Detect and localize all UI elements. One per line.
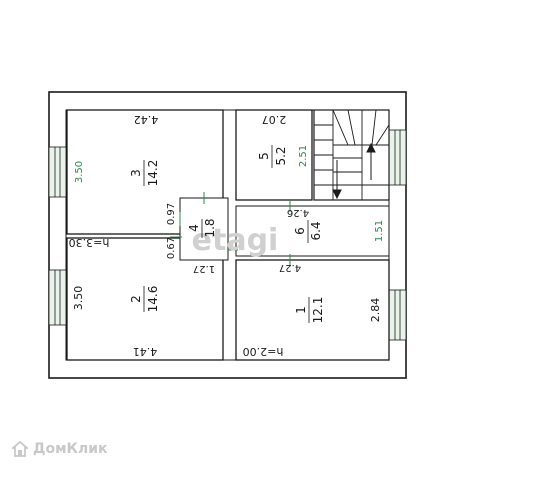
dimension-labels: 4.42 3.50 0.97 h=3.30 3.50 4.41 0.67 1.2… [69, 113, 385, 358]
room-1 [235, 259, 390, 361]
room-6-number: 6 [293, 227, 307, 235]
room-2-area: 14.6 [146, 286, 160, 313]
dim-r1-top: 4.27 [279, 262, 301, 273]
room-4-number: 4 [187, 224, 201, 232]
room-4-area: 1.8 [203, 218, 217, 237]
dim-r2-height: h=3.30 [69, 236, 110, 249]
domclick-house-icon [12, 441, 28, 457]
dim-r4-bottom: 1.27 [193, 263, 215, 274]
dim-r6-top: 4.26 [287, 207, 309, 218]
staircase [313, 109, 390, 201]
room-4 [179, 197, 229, 261]
dim-r1-right: 2.84 [369, 298, 382, 323]
room-5-number: 5 [257, 152, 271, 160]
room-1-area: 12.1 [311, 297, 325, 324]
dim-r2-left: 3.50 [72, 286, 85, 311]
domclick-logo: ДомКлик [12, 441, 108, 457]
windows [48, 129, 407, 341]
room-5 [235, 109, 313, 201]
dim-r1-height: h=2.00 [243, 345, 284, 358]
room-2-number: 2 [129, 295, 143, 303]
stair-arrows [332, 142, 376, 200]
room-labels: 3 14.2 2 14.6 5 5.2 4 1.8 6 6.4 1 12.1 [129, 145, 325, 323]
dim-r3-right: 0.97 [166, 203, 177, 225]
room-3-area: 14.2 [146, 160, 160, 187]
watermark-text: etagi [192, 223, 279, 258]
logo-text: ДомКлик [33, 441, 108, 457]
room-3-number: 3 [129, 169, 143, 177]
dim-r2-bottom: 4.41 [133, 345, 158, 358]
dim-r4-left: 0.67 [166, 237, 177, 259]
door-marks [170, 192, 291, 266]
dim-r5-top: 2.07 [262, 113, 287, 126]
room-6-area: 6.4 [309, 221, 323, 240]
dim-r5-right: 2.51 [298, 145, 309, 167]
room-6 [235, 205, 390, 257]
dim-r3-left: 3.50 [74, 161, 85, 183]
interior-walls [66, 109, 390, 361]
dim-r6-right: 1.51 [374, 220, 385, 242]
room-1-number: 1 [294, 306, 308, 314]
dim-r3-top: 4.42 [134, 113, 159, 126]
room-5-area: 5.2 [274, 146, 288, 165]
